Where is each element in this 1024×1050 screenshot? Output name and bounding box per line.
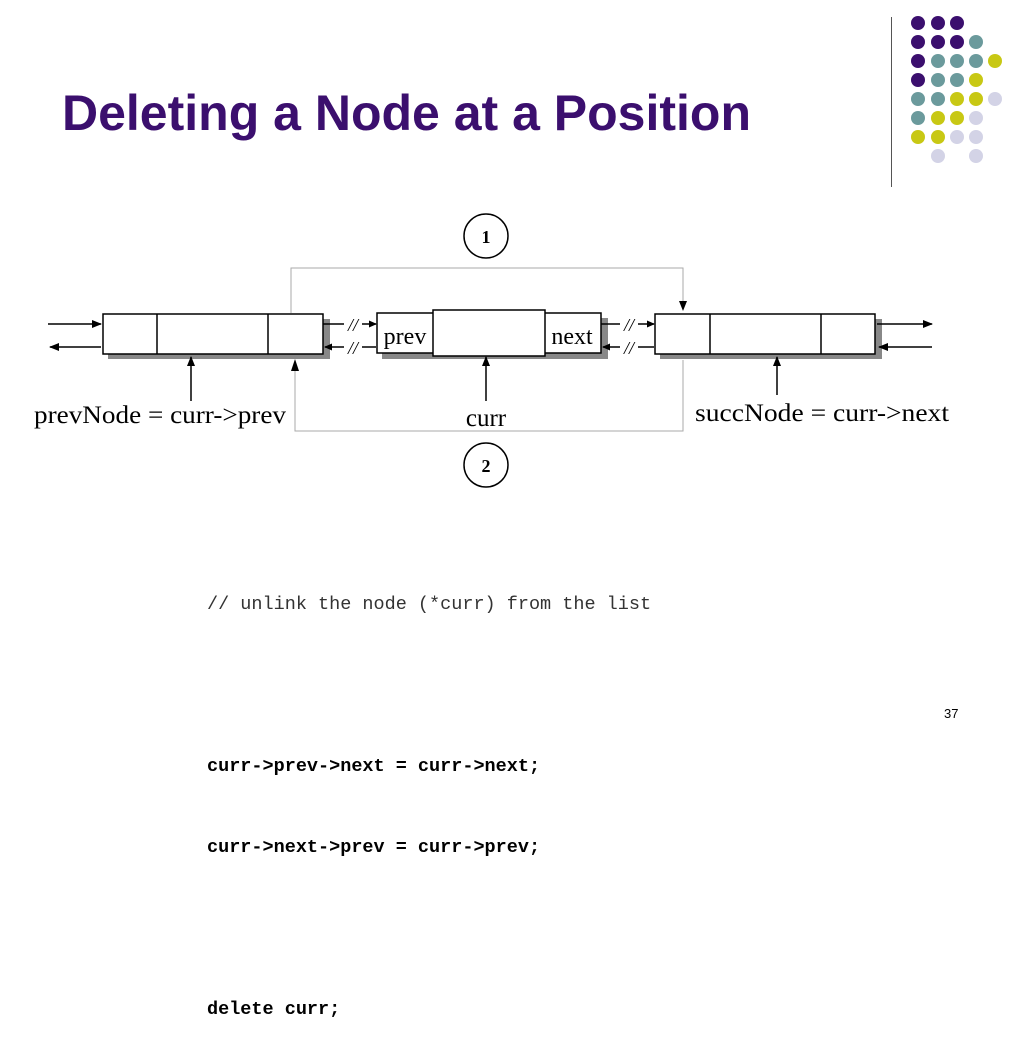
step-2-label: 2 bbox=[482, 456, 491, 476]
decor-dot bbox=[950, 35, 964, 49]
code-comment: // unlink the node (*curr) from the list bbox=[207, 594, 652, 615]
decor-dot bbox=[931, 111, 945, 125]
decor-dot bbox=[911, 73, 925, 87]
curr-label: curr bbox=[466, 405, 507, 432]
cut-mark: // bbox=[623, 315, 636, 335]
cut-mark: // bbox=[623, 338, 636, 358]
decor-dot bbox=[931, 92, 945, 106]
decor-dot bbox=[950, 73, 964, 87]
decor-dot bbox=[969, 130, 983, 144]
decor-dot bbox=[950, 92, 964, 106]
cut-mark: // bbox=[347, 315, 360, 335]
slide-title: Deleting a Node at a Position bbox=[62, 85, 751, 141]
curr-node bbox=[376, 309, 608, 359]
decor-dot bbox=[969, 149, 983, 163]
linked-list-delete-diagram: 1 2 prev next // // // // bbox=[34, 213, 949, 488]
title-divider-line bbox=[891, 17, 892, 187]
decor-dot bbox=[911, 16, 925, 30]
succ-node bbox=[654, 313, 882, 359]
code-block: // unlink the node (*curr) from the list… bbox=[207, 537, 651, 1050]
decor-dot bbox=[988, 54, 1002, 68]
code-line-relink-prev: curr->next->prev = curr->prev; bbox=[207, 837, 541, 858]
prev-node-label: prevNode = curr->prev bbox=[34, 402, 287, 429]
decor-dot bbox=[969, 111, 983, 125]
decor-dot bbox=[950, 111, 964, 125]
step-1-label: 1 bbox=[482, 227, 491, 247]
step-1-circle bbox=[463, 213, 509, 259]
bypass-link-next bbox=[290, 267, 684, 313]
code-line-relink-next: curr->prev->next = curr->next; bbox=[207, 756, 541, 777]
bypass-link-prev bbox=[294, 360, 684, 432]
decor-dot bbox=[931, 35, 945, 49]
decor-dot bbox=[911, 130, 925, 144]
decor-dot bbox=[911, 54, 925, 68]
decor-dot bbox=[950, 130, 964, 144]
decor-dot bbox=[969, 35, 983, 49]
decor-dot bbox=[931, 73, 945, 87]
succ-node-label: succNode = curr->next bbox=[695, 400, 949, 427]
decor-dot bbox=[931, 54, 945, 68]
decor-dot bbox=[931, 149, 945, 163]
decor-dot bbox=[911, 111, 925, 125]
decor-dot bbox=[931, 16, 945, 30]
curr-prev-field-label: prev bbox=[384, 324, 427, 350]
step-2-circle bbox=[463, 442, 509, 488]
decor-dot bbox=[950, 16, 964, 30]
code-line-delete: delete curr; bbox=[207, 999, 341, 1020]
decor-dot bbox=[988, 92, 1002, 106]
decor-dot bbox=[969, 73, 983, 87]
prev-node bbox=[102, 313, 330, 359]
decor-dot bbox=[911, 35, 925, 49]
decor-dot bbox=[969, 92, 983, 106]
page-number: 37 bbox=[944, 706, 959, 721]
curr-next-field-label: next bbox=[551, 324, 593, 350]
decor-dot bbox=[969, 54, 983, 68]
decor-dot bbox=[931, 130, 945, 144]
cut-mark: // bbox=[347, 338, 360, 358]
decor-dot bbox=[911, 92, 925, 106]
decor-dot bbox=[950, 54, 964, 68]
